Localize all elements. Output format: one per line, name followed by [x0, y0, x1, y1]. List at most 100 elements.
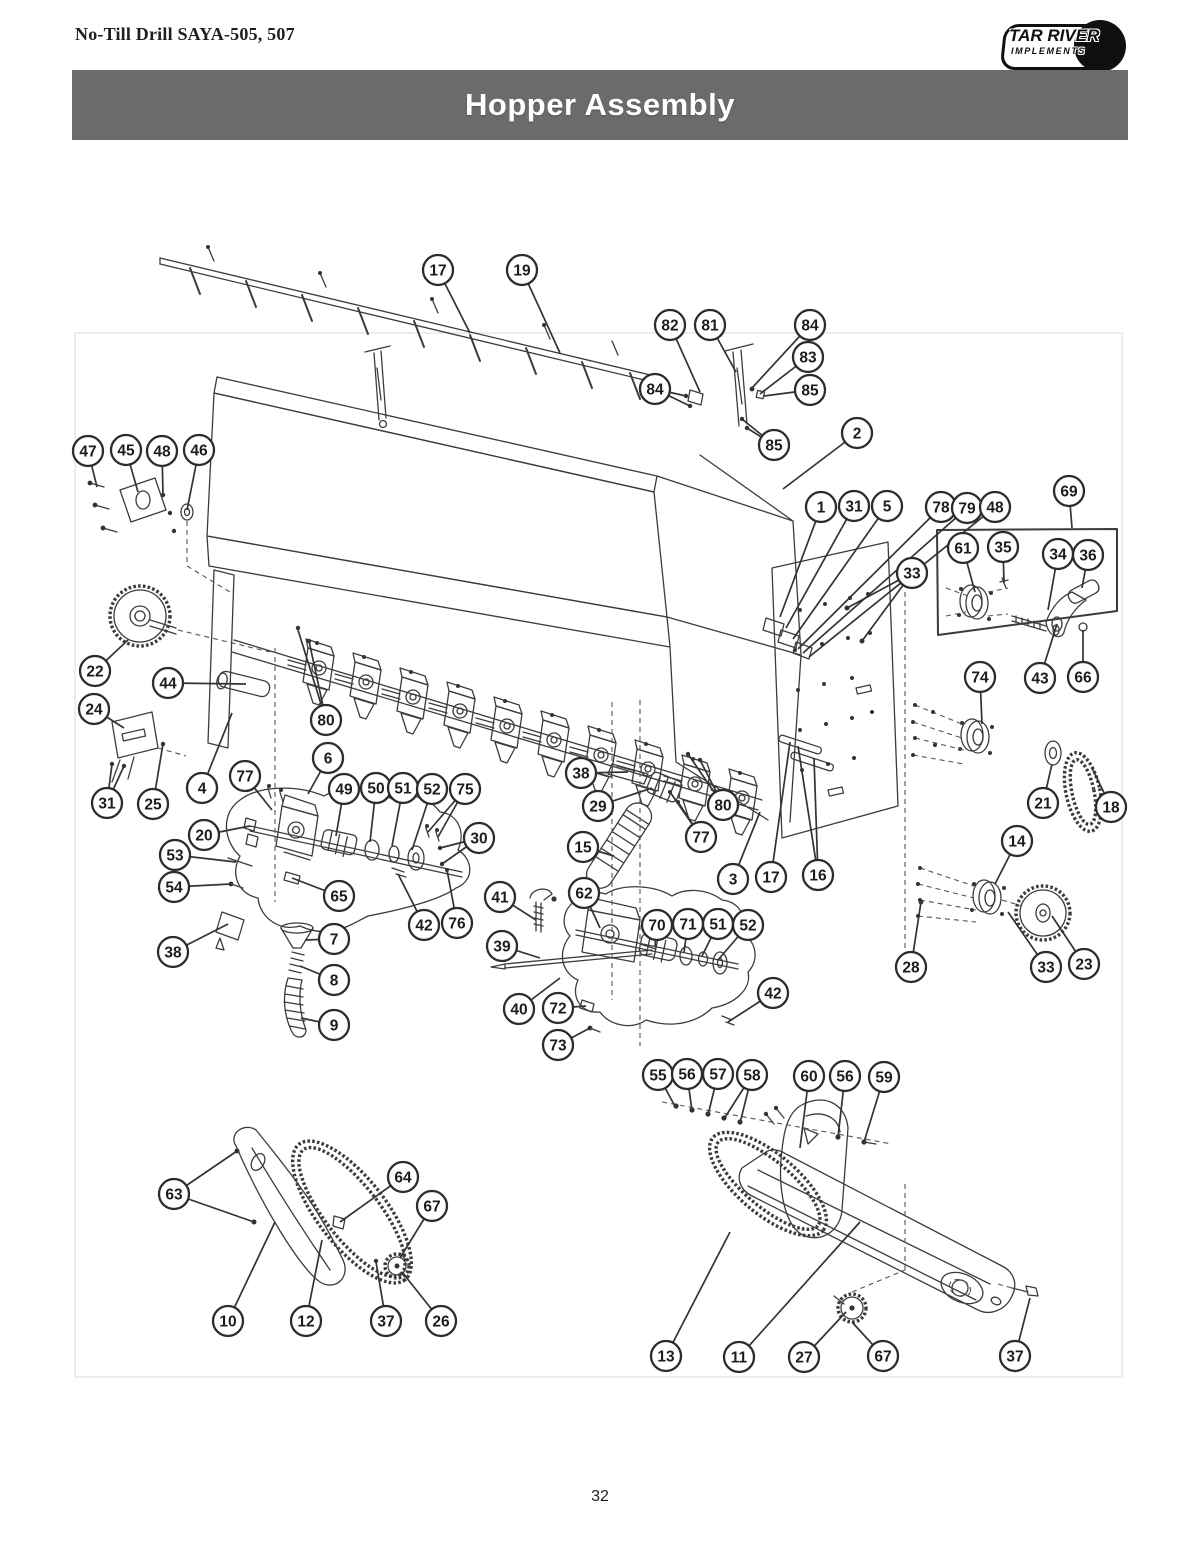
callout-16: 16: [801, 858, 835, 892]
svg-text:85: 85: [801, 383, 819, 400]
callout-75: 75: [448, 772, 482, 806]
svg-text:31: 31: [98, 796, 116, 813]
callout-82: 82: [653, 308, 687, 342]
svg-text:51: 51: [709, 917, 727, 934]
callout-83: 83: [791, 340, 825, 374]
callout-2: 2: [840, 416, 874, 450]
callout-19: 19: [505, 253, 539, 287]
left-mount-plate: [87, 477, 231, 593]
svg-text:43: 43: [1031, 671, 1049, 688]
callout-80: 80: [309, 703, 343, 737]
callout-76: 76: [440, 906, 474, 940]
callout-41: 41: [483, 880, 517, 914]
svg-text:35: 35: [994, 540, 1012, 557]
callout-31: 31: [837, 489, 871, 523]
funnel-spring-hose: [280, 922, 314, 1038]
callout-84: 84: [638, 372, 672, 406]
callout-61: 61: [946, 531, 980, 565]
svg-text:73: 73: [549, 1038, 567, 1055]
svg-text:84: 84: [801, 318, 819, 335]
callout-42: 42: [756, 976, 790, 1010]
svg-text:52: 52: [739, 918, 756, 935]
callout-17: 17: [421, 253, 455, 287]
callout-72: 72: [541, 991, 575, 1025]
svg-text:5: 5: [883, 499, 892, 516]
svg-text:77: 77: [692, 830, 709, 847]
svg-text:80: 80: [317, 713, 334, 730]
svg-text:23: 23: [1075, 957, 1093, 974]
svg-text:18: 18: [1102, 800, 1120, 817]
callout-26: 26: [424, 1304, 458, 1338]
svg-text:8: 8: [330, 973, 339, 990]
callout-34: 34: [1041, 537, 1075, 571]
section-title: Hopper Assembly: [465, 87, 735, 122]
svg-text:16: 16: [809, 868, 827, 885]
callout-52: 52: [415, 772, 449, 806]
callout-4: 4: [185, 771, 219, 805]
callout-14: 14: [1000, 824, 1034, 858]
callout-25: 25: [136, 787, 170, 821]
callout-23: 23: [1067, 947, 1101, 981]
callout-84: 84: [793, 308, 827, 342]
callout-9: 9: [317, 1008, 351, 1042]
svg-text:19: 19: [513, 263, 531, 280]
gearbox-arm-left: [233, 1126, 414, 1286]
leader-line-31: [785, 505, 855, 629]
diagram-frame: [74, 332, 1123, 1378]
svg-text:14: 14: [1008, 834, 1026, 851]
callout-52: 52: [731, 908, 765, 942]
callout-15: 15: [566, 830, 600, 864]
svg-text:24: 24: [85, 702, 103, 719]
svg-text:21: 21: [1034, 796, 1052, 813]
meter-detail-center: [561, 886, 756, 1033]
callout-77: 77: [684, 820, 718, 854]
callout-54: 54: [157, 870, 191, 904]
callout-81: 81: [693, 308, 727, 342]
callout-71: 71: [671, 907, 705, 941]
svg-text:28: 28: [902, 960, 920, 977]
callout-48: 48: [145, 434, 179, 468]
callout-31: 31: [90, 786, 124, 820]
callout-39: 39: [485, 929, 519, 963]
svg-text:26: 26: [432, 1314, 450, 1331]
svg-text:54: 54: [165, 880, 183, 897]
callout-58: 58: [735, 1058, 769, 1092]
callout-85: 85: [757, 428, 791, 462]
svg-text:55: 55: [649, 1068, 667, 1085]
svg-text:85: 85: [765, 438, 783, 455]
callout-10: 10: [211, 1304, 245, 1338]
svg-text:34: 34: [1049, 547, 1067, 564]
svg-text:6: 6: [324, 751, 333, 768]
callout-63: 63: [157, 1177, 191, 1211]
page-number: 32: [591, 1488, 609, 1505]
callout-17: 17: [754, 860, 788, 894]
svg-text:7: 7: [330, 932, 339, 949]
drive-tube-right: [707, 1099, 1039, 1324]
svg-text:1: 1: [817, 500, 826, 517]
logo-brand-text: TAR RIVER: [1009, 26, 1100, 45]
leader-line-78: [797, 506, 942, 650]
callout-65: 65: [322, 879, 356, 913]
svg-text:65: 65: [330, 889, 348, 906]
svg-text:56: 56: [836, 1069, 854, 1086]
lid-tensioner-right: [683, 343, 766, 431]
svg-text:37: 37: [377, 1314, 394, 1331]
callout-40: 40: [502, 992, 536, 1026]
svg-text:17: 17: [429, 263, 446, 280]
logo-sub-text: IMPLEMENTS: [1011, 46, 1087, 56]
callout-38: 38: [564, 756, 598, 790]
seed-meter-row: [287, 625, 758, 836]
callout-59: 59: [867, 1060, 901, 1094]
leader-line-10: [227, 1221, 276, 1322]
svg-text:38: 38: [572, 766, 590, 783]
callout-60: 60: [792, 1059, 826, 1093]
hardware-row-bottom: [661, 1101, 893, 1145]
agitator-crank-rod: [490, 888, 657, 970]
svg-text:63: 63: [165, 1187, 183, 1204]
svg-text:42: 42: [764, 986, 781, 1003]
svg-text:47: 47: [79, 444, 96, 461]
callout-3: 3: [716, 862, 750, 896]
callout-29: 29: [581, 789, 615, 823]
svg-text:82: 82: [661, 318, 678, 335]
